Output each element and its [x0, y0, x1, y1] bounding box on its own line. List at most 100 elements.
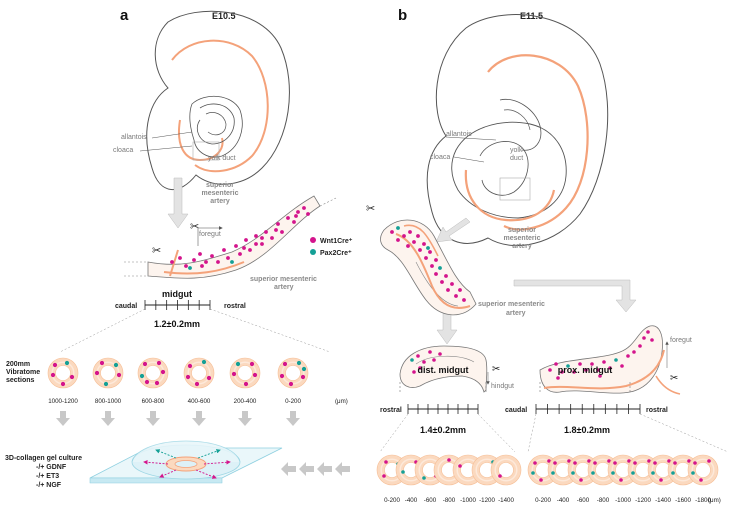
migration-arrows: [143, 449, 231, 479]
cell-dot: [170, 260, 174, 264]
arrow-a-down: [167, 177, 189, 229]
section-ring-lumen: [285, 365, 301, 381]
section-ring-lumen: [695, 462, 711, 478]
cell-dot: [292, 220, 296, 224]
cell-dot: [274, 228, 278, 232]
label-sma2-b-1: superior mesenteric: [478, 301, 545, 308]
prox-midgut-cells: [548, 330, 654, 380]
label-dist-length: 1.4±0.2mm: [420, 425, 466, 435]
cell-dot: [428, 350, 432, 354]
cell-dot: [454, 294, 458, 298]
embryo-a-neural-orange: [171, 39, 269, 173]
cell-dot: [139, 373, 145, 379]
cell-dot: [401, 470, 405, 474]
cell-dot: [567, 459, 571, 463]
cell-dot: [424, 256, 428, 260]
cell-dot: [619, 478, 623, 482]
zoom-line-a-right: [209, 308, 331, 353]
prox-section-label: -1800: [695, 497, 711, 504]
gut-a-orange-stub: [169, 249, 179, 277]
cell-dot: [288, 381, 294, 387]
label-rostral-b-left: rostral: [380, 407, 402, 414]
cell-dot: [422, 242, 426, 246]
section-range-label: 1000-1200: [48, 398, 78, 405]
cell-dot: [432, 358, 436, 362]
cell-dot: [556, 376, 560, 380]
cell-dot: [248, 248, 252, 252]
cell-dot: [282, 361, 288, 367]
cell-dot: [631, 471, 635, 475]
label-caudal-b: caudal: [505, 407, 527, 414]
cell-dot: [254, 242, 258, 246]
scissors-icon: ✂: [492, 364, 500, 375]
cell-dot: [234, 244, 238, 248]
label-dist-midgut: dist. midgut: [418, 365, 469, 375]
label-sma2-a-1: superior mesenteric: [250, 276, 317, 283]
cell-dot: [116, 372, 122, 378]
cell-dot: [382, 474, 386, 478]
cell-dot: [438, 266, 442, 270]
gel-dome-top: [131, 440, 241, 463]
scissors-icon: ✂: [152, 245, 161, 257]
embryo-a-inner2: [205, 112, 227, 136]
cell-dot: [210, 254, 214, 258]
cell-dot: [673, 461, 677, 465]
dist-section-label: 0-200: [384, 497, 400, 504]
label-sma-b-3: artery: [512, 243, 532, 250]
cell-dot: [306, 212, 310, 216]
cell-dot: [591, 471, 595, 475]
cell-dot: [410, 358, 414, 362]
label-unit-b: (μm): [708, 497, 721, 504]
cell-dot: [406, 244, 410, 248]
cell-dot: [587, 459, 591, 463]
cell-dot: [647, 459, 651, 463]
foregut-arrow-a: [197, 226, 223, 246]
gel-plate-edge: [89, 477, 223, 484]
cell-dot: [642, 336, 646, 340]
cell-dot: [560, 370, 564, 374]
cloaca-leader-b: [453, 156, 485, 163]
embryo-b-zoom-box: [499, 177, 531, 201]
allantois-leader-b: [445, 136, 497, 141]
label-culture-3: -/+ ET3: [36, 473, 59, 480]
arrow-b-diag: [435, 217, 471, 243]
gut-a-orange: [163, 261, 245, 275]
cell-dot: [426, 246, 430, 250]
gut-b-cells: [390, 226, 466, 302]
gut-a-cells: [170, 206, 310, 270]
label-sections-1: 200mm: [6, 361, 30, 368]
label-sma2-b-2: artery: [506, 310, 526, 317]
cell-dot: [434, 272, 438, 276]
embryo-b-outline: [426, 14, 609, 246]
scissors-icon: ✂: [366, 203, 375, 215]
cell-dot: [69, 374, 75, 380]
left-arrow: [281, 462, 296, 476]
label-yolk-b-2: duct: [510, 155, 523, 162]
left-arrow: [335, 462, 350, 476]
cell-dot: [566, 364, 570, 368]
label-yolk-duct-a: yolk duct: [208, 155, 236, 162]
cell-dot: [301, 366, 307, 372]
prox-section-label: -400: [557, 497, 570, 504]
cell-dot: [142, 361, 148, 367]
cell-dot: [691, 471, 695, 475]
cell-dot: [590, 362, 594, 366]
label-unit-a: (μm): [335, 398, 348, 405]
zoom-line-dist-left: [379, 413, 409, 453]
cell-dot: [154, 380, 160, 386]
cell-dot: [418, 248, 422, 252]
section-range-label: 200-400: [234, 398, 257, 405]
label-sma-a-3: artery: [210, 198, 230, 205]
label-hindgut: hindgut: [491, 383, 514, 390]
embryo-b-loop2: [499, 98, 542, 151]
cell-dot: [422, 476, 426, 480]
cell-dot: [458, 464, 462, 468]
cell-dot: [99, 360, 105, 366]
embryo-a-outline: [146, 10, 290, 191]
cell-dot: [447, 458, 451, 462]
cell-dot: [533, 461, 537, 465]
cell-dot: [598, 374, 602, 378]
cell-dot: [667, 459, 671, 463]
cell-dot: [602, 360, 606, 364]
cell-dot: [260, 242, 264, 246]
